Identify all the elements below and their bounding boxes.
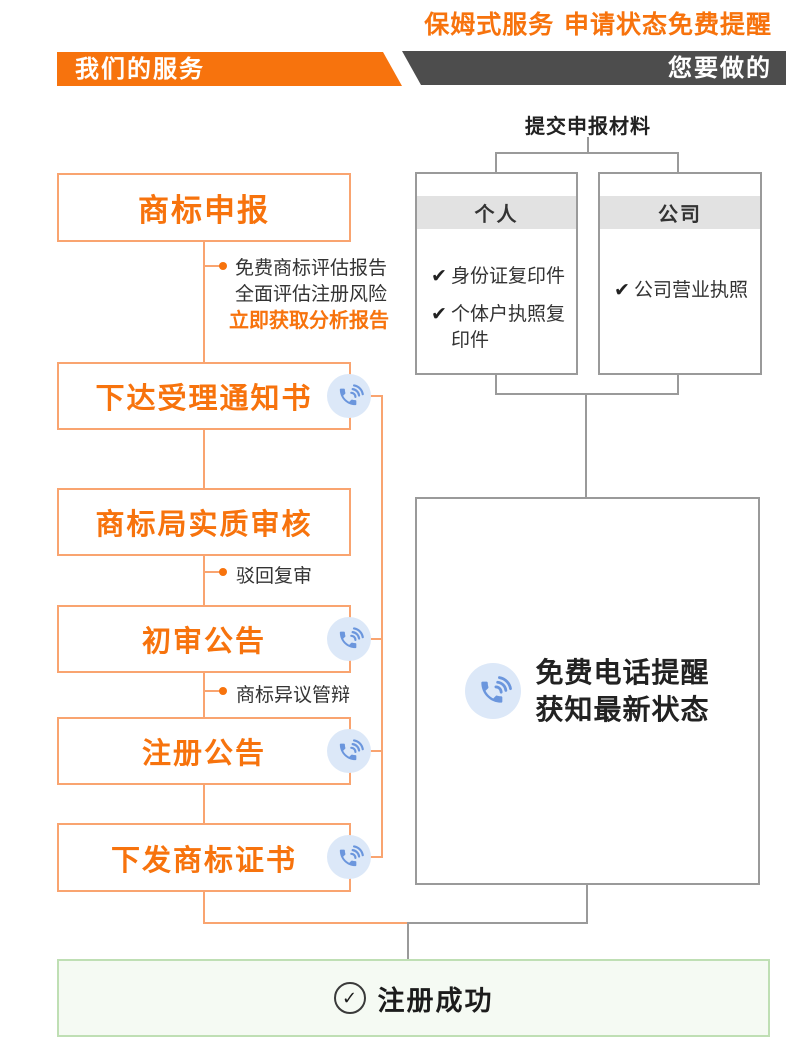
materials-title: 提交申报材料 [525, 114, 651, 138]
note-rejection-review: 驳回复审 [236, 565, 313, 587]
step-label: 商标局实质审核 [95, 507, 313, 541]
list-item: ✔ 公司营业执照 [614, 277, 752, 303]
connector-line [407, 922, 409, 960]
connector-line [495, 152, 497, 173]
top-slogan: 保姆式服务 申请状态免费提醒 [424, 10, 772, 39]
connector-line [587, 137, 589, 153]
step-box-substantive-review: 商标局实质审核 [57, 488, 351, 556]
step-box-trademark-filing: 商标申报 [57, 173, 351, 242]
phone-stub-line [359, 638, 383, 640]
note-opposition-defense: 商标异议管辩 [236, 684, 351, 706]
list-item-label: 身份证复印件 [451, 265, 566, 287]
branch-line [205, 265, 221, 267]
phone-icon [327, 835, 371, 879]
step-box-registration-publication: 注册公告 [57, 717, 351, 785]
note-free-report: 免费商标评估报告 [235, 257, 388, 279]
header-bar-right: 您要做的 [402, 51, 786, 85]
phone-reminder-line1: 免费电话提醒 [535, 656, 710, 689]
materials-box-personal: 个人 ✔ 身份证复印件 ✔ 个体户执照复印件 [415, 172, 578, 375]
list-item: ✔ 个体户执照复印件 [431, 301, 568, 353]
connector-line [495, 375, 497, 395]
connector-line [677, 152, 679, 173]
phone-icon [465, 663, 522, 719]
connector-line [677, 375, 679, 395]
step-label: 下发商标证书 [110, 842, 297, 877]
list-item-label: 公司营业执照 [634, 279, 749, 301]
step-label: 下达受理通知书 [95, 381, 313, 415]
header-right-label: 您要做的 [668, 54, 772, 82]
success-label: 注册成功 [377, 985, 494, 1017]
phone-stub-line [359, 750, 383, 752]
connector-line [585, 393, 587, 498]
connector-line [495, 393, 679, 395]
materials-list-personal: ✔ 身份证复印件 ✔ 个体户执照复印件 [417, 229, 576, 353]
checkmark-icon: ✔ [614, 279, 630, 301]
list-item-label: 个体户执照复印件 [451, 303, 566, 351]
phone-reminder-text: 免费电话提醒 获知最新状态 [535, 654, 709, 728]
bullet-dot [219, 687, 227, 695]
header-bar-left: 我们的服务 [57, 52, 402, 86]
materials-box-company: 公司 ✔ 公司营业执照 [598, 172, 762, 375]
phone-trunk-line [381, 395, 383, 858]
step-label: 商标申报 [138, 193, 270, 229]
step-box-preliminary-publication: 初审公告 [57, 605, 351, 673]
phone-stub-line [359, 395, 383, 397]
phone-stub-line [359, 856, 383, 858]
connector-line [203, 785, 205, 823]
materials-header-label: 公司 [658, 202, 702, 226]
materials-header-label: 个人 [474, 202, 519, 226]
phone-reminder-content: 免费电话提醒 获知最新状态 [465, 654, 709, 728]
phone-icon [327, 374, 371, 418]
connector-line [407, 922, 588, 924]
circle-check-icon: ✓ [333, 982, 366, 1014]
connector-line [495, 152, 679, 154]
branch-line [205, 690, 221, 692]
step-box-acceptance-notice: 下达受理通知书 [57, 362, 351, 430]
bullet-dot [219, 262, 227, 270]
connector-line [203, 892, 205, 924]
branch-line [205, 571, 221, 573]
materials-list-company: ✔ 公司营业执照 [600, 229, 760, 303]
header-left-label: 我们的服务 [75, 55, 205, 83]
checkmark-icon: ✔ [431, 265, 447, 287]
materials-header-personal: 个人 [417, 196, 576, 229]
connector-line [203, 242, 205, 362]
connector-line [586, 885, 588, 924]
note-risk-evaluation: 全面评估注册风险 [235, 283, 388, 305]
checkmark-icon: ✔ [431, 303, 447, 325]
step-box-certificate-issue: 下发商标证书 [57, 823, 351, 892]
bullet-dot [219, 568, 227, 576]
materials-header-company: 公司 [600, 196, 760, 229]
check-glyph: ✓ [341, 987, 358, 1009]
step-label: 初审公告 [141, 624, 266, 658]
list-item: ✔ 身份证复印件 [431, 263, 568, 289]
connector-line [203, 430, 205, 488]
step-label: 注册公告 [141, 736, 266, 770]
phone-icon [327, 729, 371, 773]
connector-line [203, 922, 409, 924]
connector-line [203, 673, 205, 717]
phone-reminder-box: 免费电话提醒 获知最新状态 [415, 497, 760, 885]
get-analysis-report-link[interactable]: 立即获取分析报告 [229, 308, 389, 332]
success-box: ✓ 注册成功 [57, 959, 770, 1037]
phone-icon [327, 617, 371, 661]
phone-reminder-line2: 获知最新状态 [535, 693, 710, 726]
connector-line [203, 556, 205, 605]
